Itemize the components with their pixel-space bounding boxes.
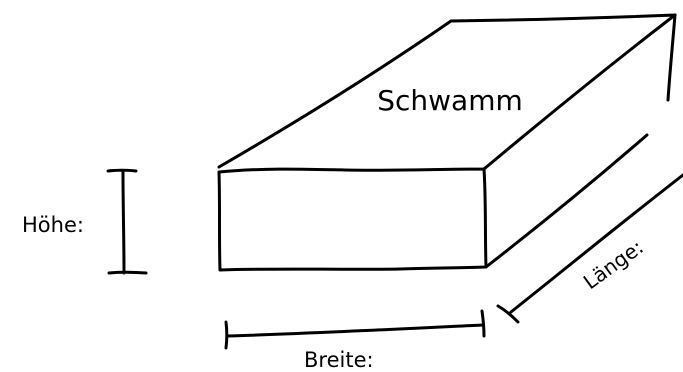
side-face — [484, 13, 677, 269]
height-marker — [106, 168, 148, 275]
object-label: Schwamm — [377, 84, 523, 117]
front-face — [217, 167, 488, 272]
width-label: Breite: — [304, 348, 374, 372]
top-face — [217, 13, 677, 171]
length-marker — [496, 173, 683, 324]
width-marker — [224, 309, 486, 350]
height-label: Höhe: — [22, 213, 84, 237]
length-label: Länge: — [579, 235, 648, 294]
